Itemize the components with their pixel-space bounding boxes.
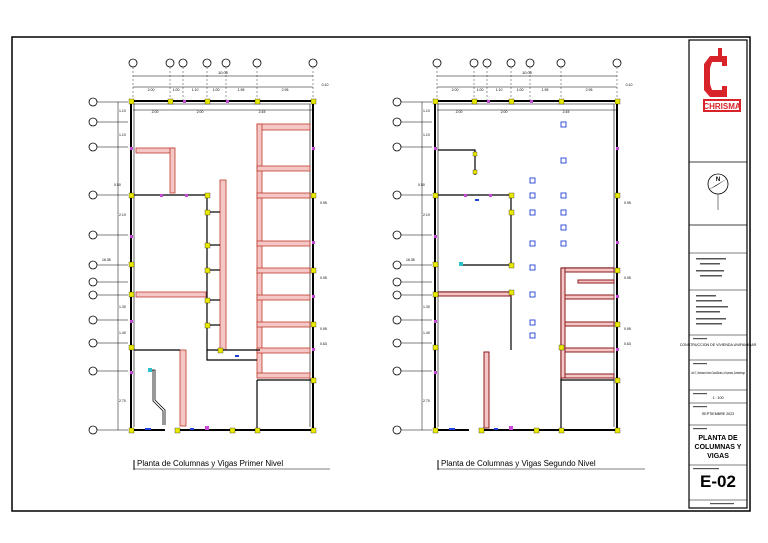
- dim-overall-right: 10.00: [522, 70, 533, 75]
- dim-top-right-r: 0.10: [626, 83, 633, 87]
- dim-side-2: 1.10: [119, 133, 126, 137]
- dim-top-r3: 1.10: [496, 88, 503, 92]
- project-label: CONSTRUCCION DE VIVIENDA UNIFAMILIAR: [680, 343, 757, 347]
- chrisma-logo: CHRISMA: [703, 48, 741, 112]
- sheet-title: PLANTA DE COLUMNAS Y VIGAS: [694, 435, 742, 460]
- north-label: N: [716, 177, 720, 183]
- dim-second-r3: 2.45: [563, 110, 570, 114]
- dim-side-4: 2.10: [119, 213, 126, 217]
- dim-side-r7: 1.40: [423, 331, 430, 335]
- dim-side-7: 1.40: [119, 331, 126, 335]
- dim-top-r2: 1.00: [477, 88, 484, 92]
- dim-side-6: 1.30: [119, 305, 126, 309]
- plan-first-level: 10.00 2.00 1.00 1.10 1.00 1.95 2.95 2.00…: [88, 58, 330, 470]
- dim-top-5: 1.95: [238, 88, 245, 92]
- caption-first-level: Planta de Columnas y Vigas Primer Nivel: [137, 459, 283, 468]
- dim-second-r2: 2.00: [501, 110, 508, 114]
- title-block: CHRISMA N CONSTRUCCION DE VIVIENDA UNIFA…: [680, 39, 757, 509]
- sheet-scale: 1 : 100: [713, 396, 724, 400]
- dim-side-r8: 2.70: [423, 399, 430, 403]
- dim-second-r1: 2.00: [456, 110, 463, 114]
- sheet-border: [11, 36, 751, 512]
- dim-top-r6: 2.95: [586, 88, 593, 92]
- location-text: Lote 27, Urbanizacion Nueva Ciudad Bacal…: [691, 371, 745, 375]
- beams-first: [135, 123, 311, 427]
- dim-top-6: 2.95: [282, 88, 289, 92]
- dim-right-2: 0.95: [320, 276, 327, 280]
- dim-top-r5: 1.95: [542, 88, 549, 92]
- dim-top-2: 1.00: [173, 88, 180, 92]
- dim-side-r4: 2.10: [423, 213, 430, 217]
- columns-first: [128, 98, 317, 434]
- dim-right-4: 0.63: [320, 342, 327, 346]
- dim-top-r1: 2.00: [452, 88, 459, 92]
- dim-right-r2: 0.95: [624, 276, 631, 280]
- blue-columns-second: [529, 121, 567, 339]
- date-text: SEPTIEMBRE 2023: [702, 412, 734, 416]
- dim-side-r5: 16.35: [406, 258, 415, 262]
- dim-right-1: 0.95: [320, 201, 327, 205]
- dim-top-r4: 1.00: [517, 88, 524, 92]
- dim-top-1: 2.00: [148, 88, 155, 92]
- dim-right-r4: 0.63: [624, 342, 631, 346]
- grid-bubbles-left: [88, 97, 98, 435]
- dim-side-r6: 1.30: [423, 305, 430, 309]
- dim-side-r3: 0.50: [418, 183, 425, 187]
- dim-top-3: 1.10: [192, 88, 199, 92]
- dim-second-1: 2.00: [152, 110, 159, 114]
- dim-right-r1: 0.95: [624, 201, 631, 205]
- plan-second-level: 10.00 2.00 1.00 1.10 1.00 1.95 2.95 2.00…: [392, 58, 645, 470]
- caption-second-level: Planta de Columnas y Vigas Segundo Nivel: [441, 459, 596, 468]
- dim-right-r3: 0.95: [624, 327, 631, 331]
- dim-side-3: 0.50: [114, 183, 121, 187]
- dim-top-4: 1.00: [213, 88, 220, 92]
- dim-side-r2: 1.10: [423, 133, 430, 137]
- dim-side-1: 1.10: [119, 109, 126, 113]
- beams-second: [437, 267, 615, 429]
- sheet-number: E-02: [700, 472, 736, 491]
- north-arrow-icon: N: [707, 173, 729, 210]
- logo-text: CHRISMA: [703, 102, 741, 111]
- dim-overall-left: 10.00: [218, 70, 229, 75]
- dim-right-3: 0.95: [320, 327, 327, 331]
- dim-top-right: 0.10: [322, 83, 329, 87]
- dim-second-2: 2.00: [197, 110, 204, 114]
- dim-side-5: 16.35: [102, 258, 111, 262]
- dim-side-r1: 1.10: [423, 109, 430, 113]
- dim-second-3: 2.45: [259, 110, 266, 114]
- dim-side-8: 2.70: [119, 399, 126, 403]
- grid-bubbles-top: [128, 58, 318, 68]
